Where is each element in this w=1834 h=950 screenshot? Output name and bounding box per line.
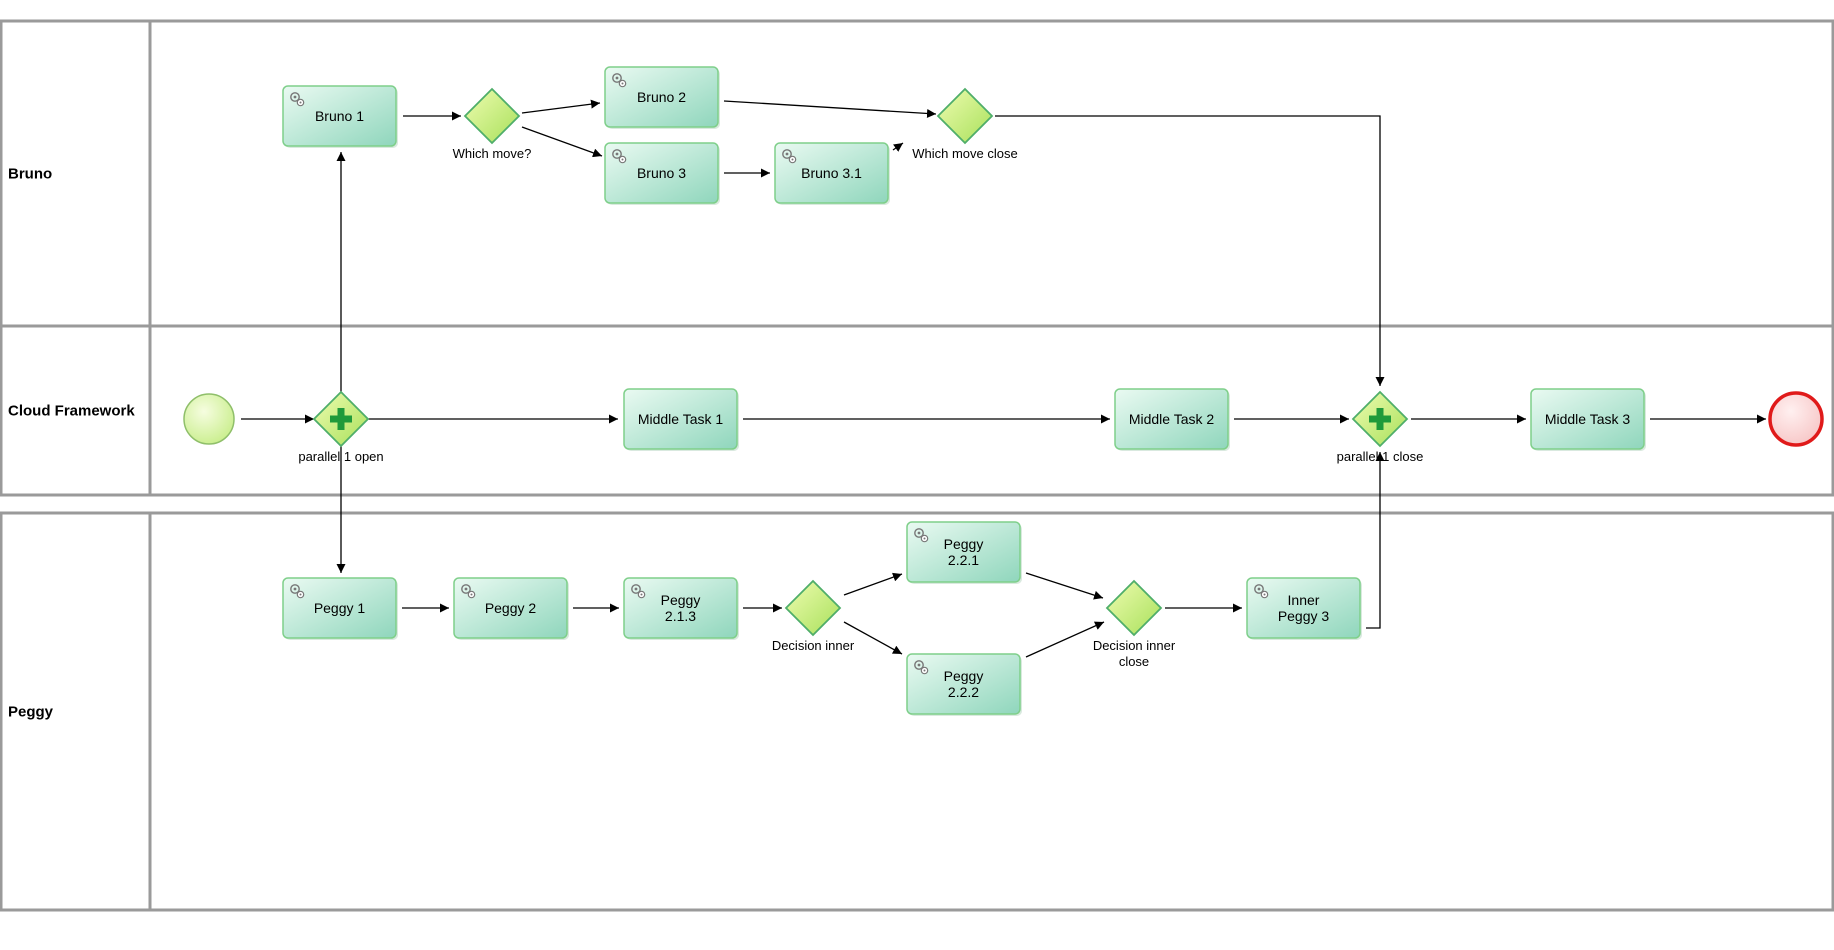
task-label: Middle Task 2	[1129, 411, 1215, 427]
gateway-label: close	[1119, 654, 1149, 669]
task-box	[774, 142, 889, 204]
task-box	[282, 577, 397, 639]
gateway-par2[interactable]: parallel 1 close	[1337, 390, 1424, 464]
task-box	[282, 85, 397, 147]
flow-decin-to-peggy222[interactable]	[843, 621, 903, 655]
task-label: Peggy 2	[485, 600, 537, 616]
task-label: Peggy	[661, 592, 701, 608]
task-box	[906, 521, 1021, 583]
gateway-label: parallel 1 open	[298, 449, 383, 464]
task-label: Peggy	[944, 668, 984, 684]
flow-whichclose-to-par2[interactable]	[995, 115, 1385, 386]
exclusive-gateway-diamond	[1105, 579, 1163, 637]
gateway-label: parallel 1 close	[1337, 449, 1424, 464]
task-label: Inner	[1288, 592, 1320, 608]
task-peggy2[interactable]: Peggy 2	[453, 577, 569, 640]
gateway-label: Which move close	[912, 146, 1017, 161]
exclusive-gateway-diamond	[936, 87, 994, 145]
end-event[interactable]	[1768, 391, 1824, 447]
task-label: 2.1.3	[665, 608, 696, 624]
task-bruno3[interactable]: Bruno 3	[604, 142, 720, 205]
gateway-whichclose[interactable]: Which move close	[912, 87, 1018, 161]
flow-which-to-bruno3[interactable]	[521, 126, 603, 158]
flow-bruno2-to-whichclose[interactable]	[723, 100, 937, 118]
gateway-label: Decision inner	[1093, 638, 1176, 653]
lane-cloud: Cloud Framework	[0, 324, 1834, 497]
task-label: Bruno 2	[637, 89, 686, 105]
task-label: Peggy	[944, 536, 984, 552]
task-bruno1[interactable]: Bruno 1	[282, 85, 398, 148]
task-label: Middle Task 3	[1545, 411, 1631, 427]
task-peggy1[interactable]: Peggy 1	[282, 577, 398, 640]
sequence-flows	[241, 99, 1766, 658]
lane-label-peggy: Peggy	[8, 704, 54, 721]
task-label: Bruno 3.1	[801, 165, 862, 181]
flow-bruno31-to-whichclose[interactable]	[892, 142, 904, 152]
task-box	[906, 653, 1021, 715]
plus-icon	[337, 408, 345, 430]
gateway-decin[interactable]: Decision inner	[772, 579, 855, 653]
lane-border	[0, 324, 1834, 497]
task-label: Bruno 1	[315, 108, 364, 124]
gateway-which[interactable]: Which move?	[453, 87, 532, 161]
lane-label-bruno: Bruno	[8, 166, 52, 183]
start-event[interactable]	[183, 393, 235, 445]
gateway-label: Which move?	[453, 146, 532, 161]
task-box	[453, 577, 568, 639]
task-mid2[interactable]: Middle Task 2	[1114, 388, 1230, 451]
exclusive-gateway-diamond	[784, 579, 842, 637]
exclusive-gateway-diamond	[463, 87, 521, 145]
gateway-par1[interactable]: parallel 1 open	[298, 390, 384, 464]
task-box	[623, 388, 738, 450]
lane-border	[0, 19, 1834, 328]
task-label: Bruno 3	[637, 165, 686, 181]
task-mid3[interactable]: Middle Task 3	[1530, 388, 1646, 451]
task-box	[604, 66, 719, 128]
task-label: Middle Task 1	[638, 411, 724, 427]
flow-decin-to-peggy221[interactable]	[843, 572, 903, 596]
gateway-label: Decision inner	[772, 638, 855, 653]
task-box	[1246, 577, 1361, 639]
task-label: Peggy 3	[1278, 608, 1330, 624]
task-box	[623, 577, 738, 639]
lane-bruno: Bruno	[0, 19, 1834, 328]
task-mid1[interactable]: Middle Task 1	[623, 388, 739, 451]
task-label: 2.2.1	[948, 552, 979, 568]
flow-peggy3-to-par2[interactable]	[1366, 452, 1385, 629]
lane-label-cloud: Cloud Framework	[8, 403, 135, 420]
task-bruno2[interactable]: Bruno 2	[604, 66, 720, 129]
task-label: 2.2.2	[948, 684, 979, 700]
plus-icon	[1376, 408, 1384, 430]
flow-peggy221-to-decclose[interactable]	[1025, 572, 1104, 600]
flow-which-to-bruno2[interactable]	[521, 99, 601, 114]
task-label: Peggy 1	[314, 600, 366, 616]
task-box	[604, 142, 719, 204]
task-box	[1114, 388, 1229, 450]
task-bruno31[interactable]: Bruno 3.1	[774, 142, 890, 205]
task-box	[1530, 388, 1645, 450]
flow-peggy222-to-decclose[interactable]	[1025, 621, 1105, 658]
